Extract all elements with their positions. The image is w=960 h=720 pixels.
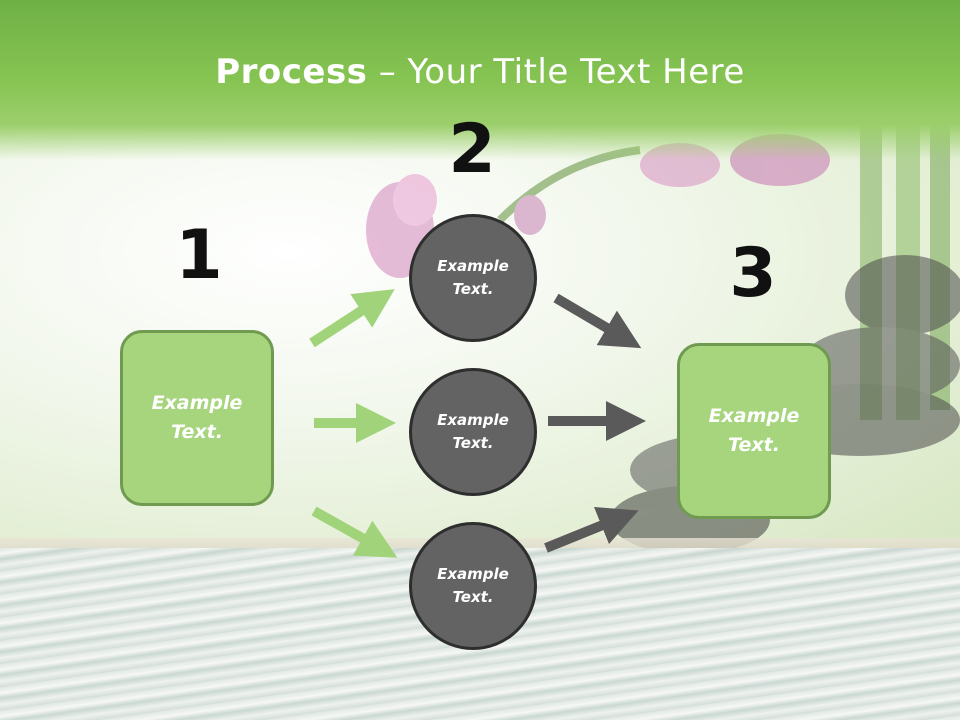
step-number-1: 1 <box>175 216 223 295</box>
step-1-text-line2: Text. <box>171 421 223 443</box>
step-3-text: Example Text. <box>709 402 800 460</box>
step-number-2: 2 <box>448 110 496 189</box>
step-1-text-line1: Example <box>151 392 243 414</box>
arrow-1-to-2-top <box>309 289 395 348</box>
circle-middle-line1: Example <box>437 411 509 429</box>
step-number-3: 3 <box>729 234 777 313</box>
circle-middle-line2: Text. <box>452 434 494 452</box>
title-rest: – Your Title Text Here <box>367 52 745 92</box>
arrow-1-to-2-bottom <box>311 506 398 558</box>
step-1-text: Example Text. <box>152 389 243 447</box>
circle-bottom-line2: Text. <box>452 588 494 606</box>
step-3-text-line2: Text. <box>728 434 780 456</box>
circle-bottom-line1: Example <box>437 565 509 583</box>
step-3-box[interactable]: Example Text. <box>677 343 831 519</box>
step-1-box[interactable]: Example Text. <box>120 330 274 506</box>
arrow-2-to-3-bottom <box>544 506 639 553</box>
slide-title: Process – Your Title Text Here <box>0 52 960 92</box>
step-2-circle-middle[interactable]: Example Text. <box>409 368 537 496</box>
title-bold: Process <box>215 52 368 92</box>
step-2-circle-bottom[interactable]: Example Text. <box>409 522 537 650</box>
circle-top-line1: Example <box>437 257 509 275</box>
title-bar <box>0 0 960 160</box>
step-3-text-line1: Example <box>708 405 800 427</box>
arrow-2-to-3-top <box>553 293 642 349</box>
step-2-circle-top[interactable]: Example Text. <box>409 214 537 342</box>
circle-top-line2: Text. <box>452 280 494 298</box>
